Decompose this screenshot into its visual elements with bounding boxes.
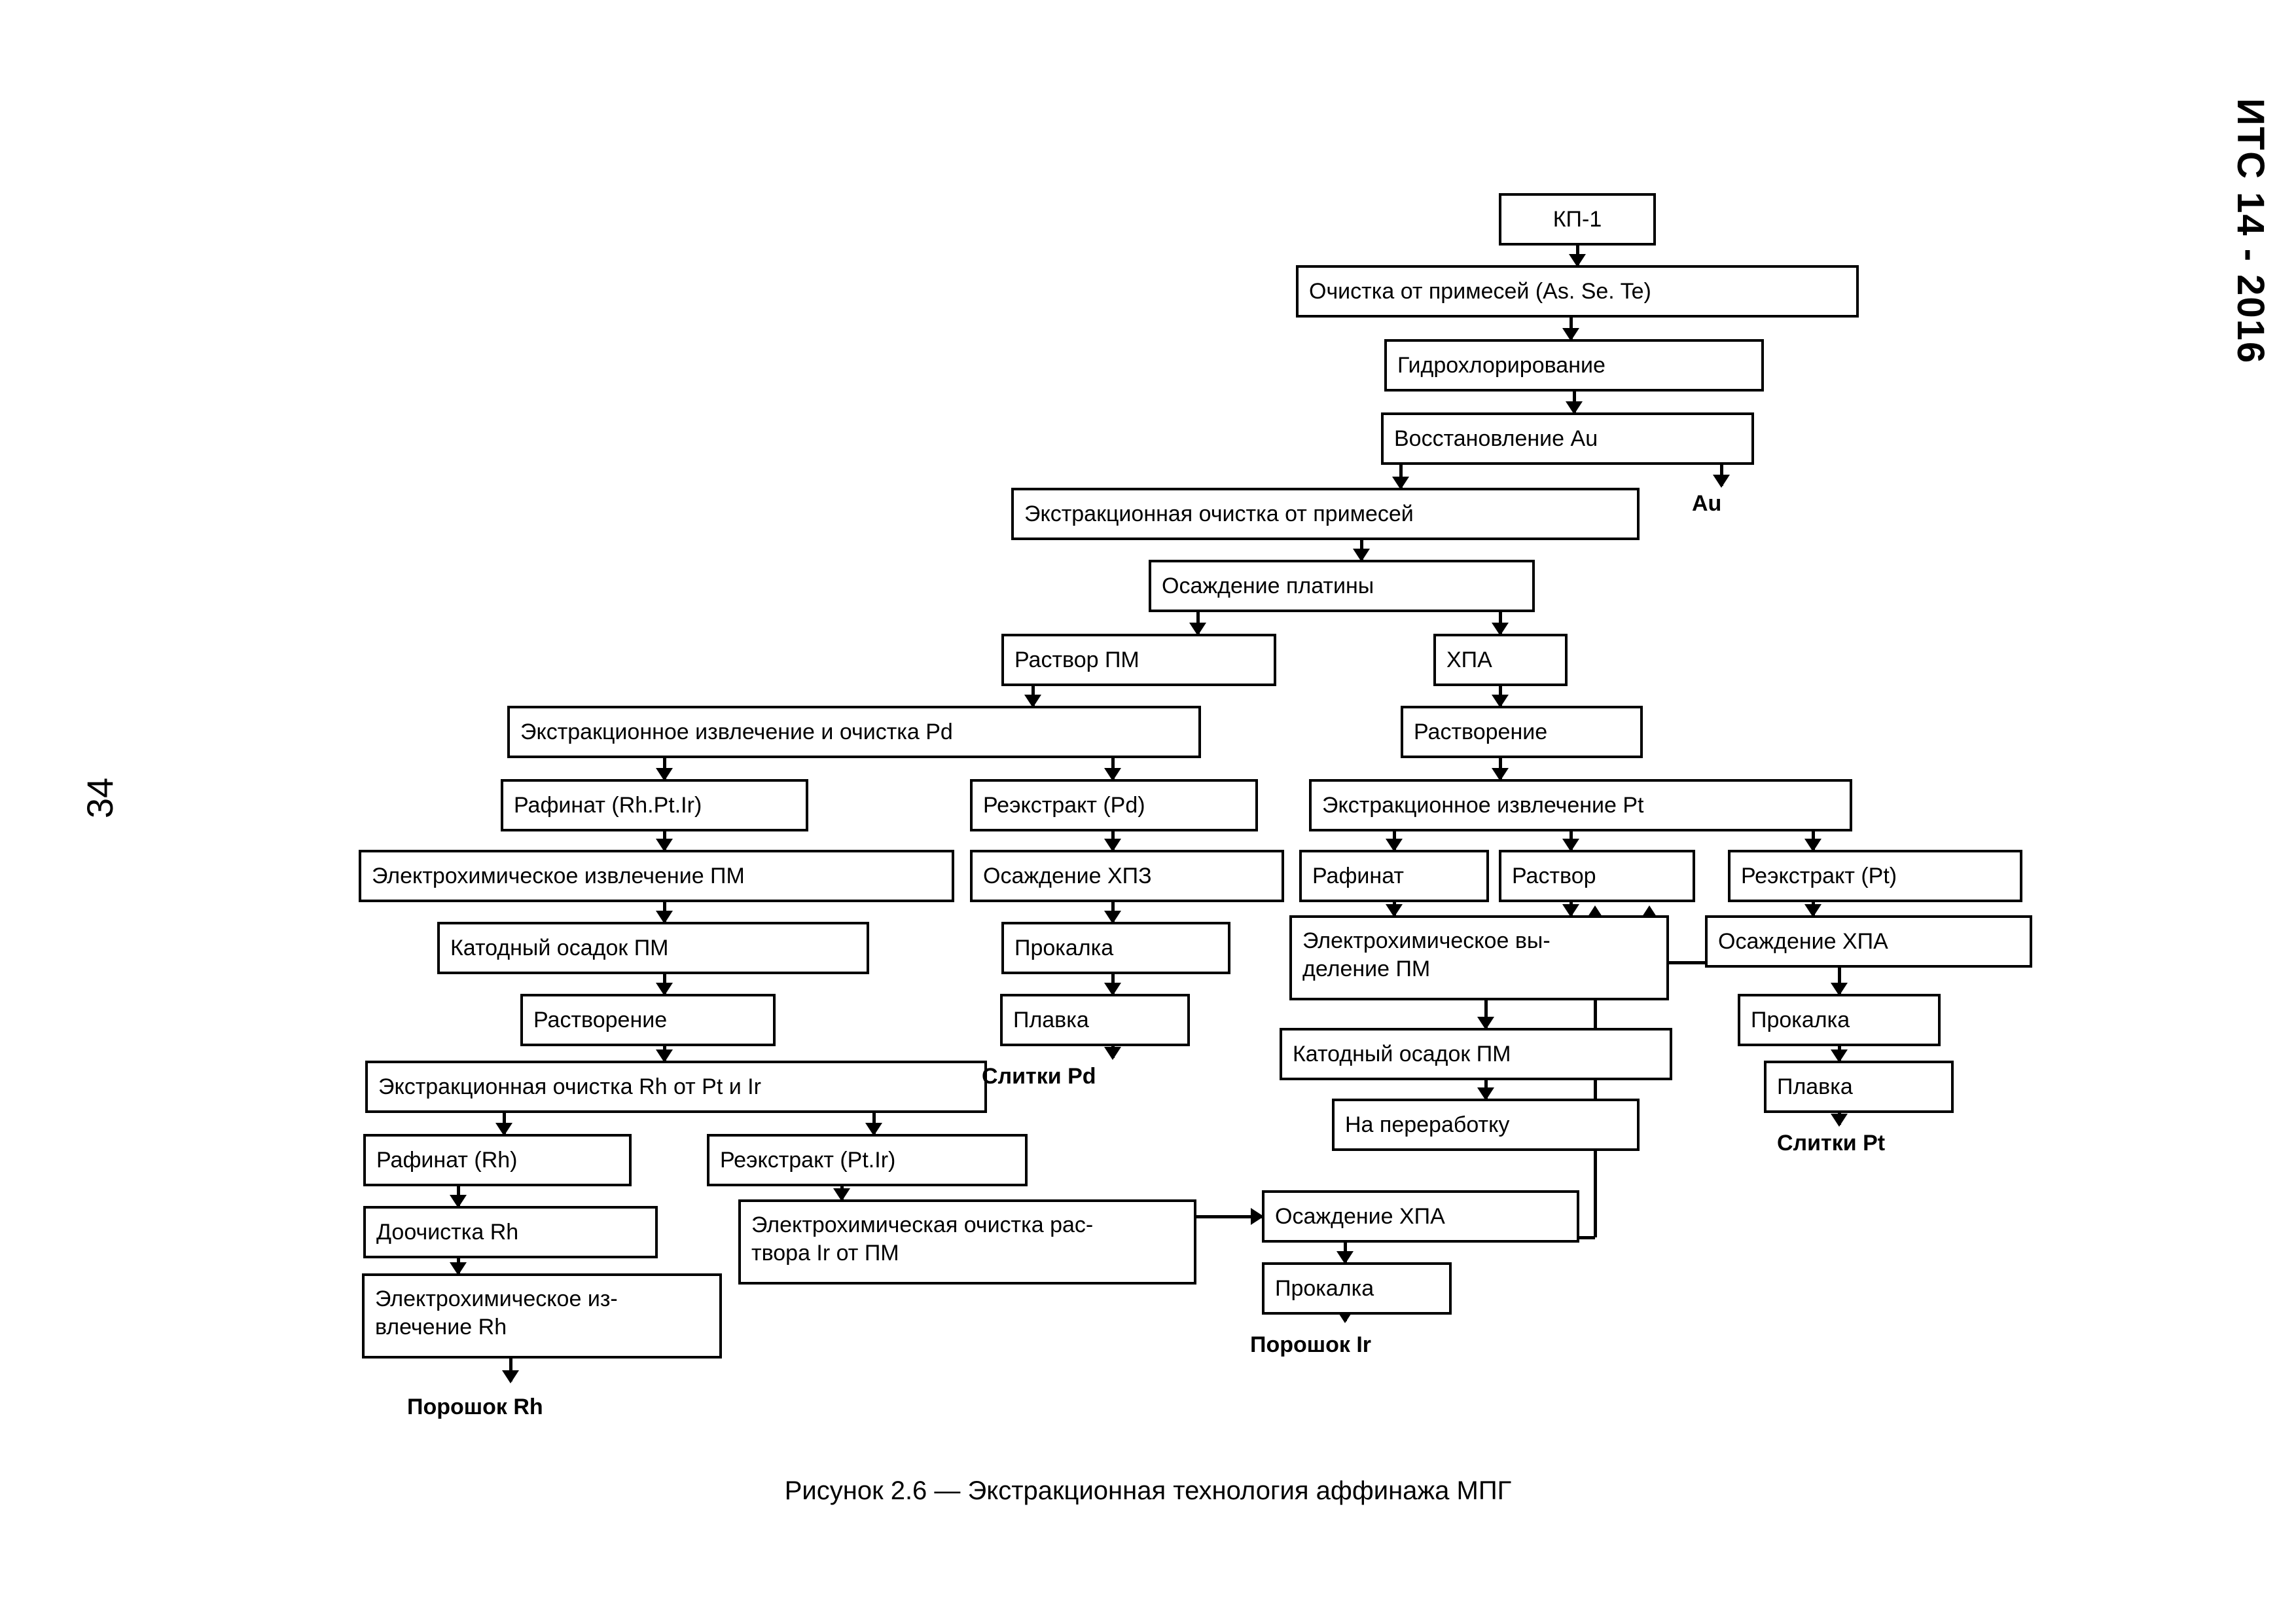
arrowhead-down-icon (1386, 839, 1403, 852)
flow-node-reextract_pd: Реэкстракт (Pd) (970, 779, 1258, 831)
arrowhead-down-icon (865, 1123, 882, 1136)
flow-node-dissolution_1: Растворение (1401, 706, 1643, 758)
flow-node-raffinate_rhptir: Рафинат (Rh.Pt.Ir) (501, 779, 808, 831)
flow-node-pd_extr: Экстракционное извлечение и очистка Pd (507, 706, 1201, 758)
flow-node-pm_solution: Раствор ПМ (1001, 634, 1276, 686)
flow-node-kp1: КП-1 (1499, 193, 1656, 246)
flow-node-rh_extr_clean: Экстракционная очистка Rh от Pt и Ir (365, 1061, 987, 1113)
arrowhead-down-icon (1104, 911, 1121, 924)
arrowhead-down-icon (1831, 983, 1848, 996)
flow-node-hpa_precip_pt: Осаждение ХПА (1705, 915, 2032, 968)
connector-line (1399, 465, 1403, 488)
arrowhead-down-icon (1562, 839, 1579, 852)
flow-node-calcin_pt: Прокалка (1738, 994, 1941, 1046)
flow-node-melt_pd: Плавка (1000, 994, 1190, 1046)
arrowhead-down-icon (495, 1123, 512, 1136)
flow-node-echem_extr_pm: Электрохимическое извлечение ПМ (359, 850, 954, 902)
connector-line (1837, 968, 1841, 994)
arrowhead-right-icon (1251, 1208, 1264, 1225)
flow-node-echem_sep_pm: Электрохимическое вы-деление ПМ (1289, 915, 1669, 1000)
arrowhead-down-icon (502, 1370, 519, 1383)
arrowhead-down-icon (1104, 983, 1121, 996)
flow-node-hpz_precip: Осаждение ХПЗ (970, 850, 1284, 902)
flow-node-line: деление ПМ (1302, 956, 1431, 981)
flow-node-extr_purify: Экстракционная очистка от примесей (1011, 488, 1640, 540)
arrowhead-down-icon (656, 983, 673, 996)
flow-node-line: Электрохимическое из- (375, 1286, 618, 1311)
arrowhead-down-icon (833, 1188, 850, 1201)
flow-node-echem_extr_rh: Электрохимическое из-влечение Rh (362, 1273, 722, 1359)
arrowhead-down-icon (1104, 1047, 1121, 1060)
flow-node-hydrochlor: Гидрохлорирование (1384, 339, 1764, 392)
flow-terminal-pd_ingots: Слитки Pd (982, 1064, 1096, 1089)
flow-node-line: твора Ir от ПМ (751, 1240, 899, 1266)
flow-node-pt_precip: Осаждение платины (1149, 560, 1535, 612)
flow-terminal-au: Au (1692, 491, 1722, 516)
arrowhead-down-icon (450, 1262, 467, 1275)
flow-node-ir_echem_clean: Электрохимическая очистка рас-твора Ir о… (738, 1199, 1196, 1285)
arrowhead-down-icon (1804, 839, 1821, 852)
arrowhead-down-icon (1492, 623, 1509, 636)
arrowhead-down-icon (1562, 328, 1579, 341)
arrowhead-down-icon (656, 839, 673, 852)
connector-line (1649, 960, 1705, 964)
connector-line (1579, 1235, 1595, 1239)
flow-node-calcin_pd: Прокалка (1001, 922, 1230, 974)
flow-node-rh_refine: Доочистка Rh (363, 1206, 658, 1258)
arrowhead-down-icon (1477, 1017, 1494, 1030)
arrowhead-down-icon (1831, 1114, 1848, 1127)
flow-node-raffinate_rh: Рафинат (Rh) (363, 1134, 632, 1186)
arrowhead-down-icon (1566, 401, 1583, 414)
arrowhead-down-icon (1336, 1251, 1354, 1264)
arrowhead-down-icon (1189, 623, 1206, 636)
arrowhead-down-icon (1713, 475, 1730, 488)
flow-node-pt_extr: Экстракционное извлечение Pt (1309, 779, 1852, 831)
connector-line (509, 1359, 512, 1381)
flow-node-line: Электрохимическое вы- (1302, 928, 1551, 953)
connector-line (1484, 1000, 1488, 1028)
arrowhead-down-icon (1024, 695, 1041, 708)
flow-node-reextract_pt: Реэкстракт (Pt) (1728, 850, 2022, 902)
flow-node-hpa_precip_ir: Осаждение ХПА (1262, 1190, 1579, 1243)
flow-node-dissolution_2: Растворение (520, 994, 776, 1046)
flow-node-melt_pt: Плавка (1764, 1061, 1954, 1113)
running-header: ИТС 14 - 2016 (2229, 98, 2272, 365)
flow-node-reduce_au: Восстановление Au (1381, 412, 1754, 465)
flow-node-hpa: ХПА (1433, 634, 1568, 686)
flow-node-solution_pt: Раствор (1499, 850, 1695, 902)
arrowhead-down-icon (656, 1049, 673, 1063)
arrowhead-down-icon (1804, 904, 1821, 917)
flow-node-calcin_ir: Прокалка (1262, 1262, 1452, 1315)
flow-node-cathode_pm_1: Катодный осадок ПМ (437, 922, 869, 974)
arrowhead-down-icon (1492, 695, 1509, 708)
flow-node-cathode_pm_2: Катодный осадок ПМ (1280, 1028, 1672, 1080)
arrowhead-down-icon (1492, 768, 1509, 781)
flow-node-purify: Очистка от примесей (As. Se. Te) (1296, 265, 1859, 318)
connector-line (1196, 1214, 1262, 1218)
flow-terminal-pt_ingots: Слитки Pt (1777, 1131, 1886, 1156)
arrowhead-down-icon (1477, 1087, 1494, 1101)
arrowhead-down-icon (450, 1195, 467, 1208)
arrowhead-down-icon (656, 768, 673, 781)
flow-node-raffinate_pt: Рафинат (1299, 850, 1489, 902)
arrowhead-down-icon (1104, 839, 1121, 852)
arrowhead-down-icon (1831, 1049, 1848, 1063)
flow-node-reextract_ptir: Реэкстракт (Pt.Ir) (707, 1134, 1028, 1186)
flow-terminal-rh_powder: Порошок Rh (407, 1395, 543, 1419)
arrowhead-down-icon (1104, 768, 1121, 781)
figure-caption: Рисунок 2.6 — Экстракционная технология … (784, 1476, 1512, 1505)
arrowhead-down-icon (1569, 254, 1586, 267)
flow-node-to_reprocess: На переработку (1332, 1099, 1640, 1151)
arrowhead-down-icon (1562, 904, 1579, 917)
arrowhead-down-icon (1392, 477, 1409, 490)
flow-terminal-ir_powder: Порошок Ir (1250, 1332, 1371, 1357)
flow-node-line: влечение Rh (375, 1314, 507, 1340)
arrowhead-down-icon (1386, 904, 1403, 917)
arrowhead-down-icon (656, 911, 673, 924)
page-number: 34 (79, 777, 120, 818)
arrowhead-down-icon (1353, 549, 1370, 562)
flow-node-line: Электрохимическая очистка рас- (751, 1213, 1094, 1237)
